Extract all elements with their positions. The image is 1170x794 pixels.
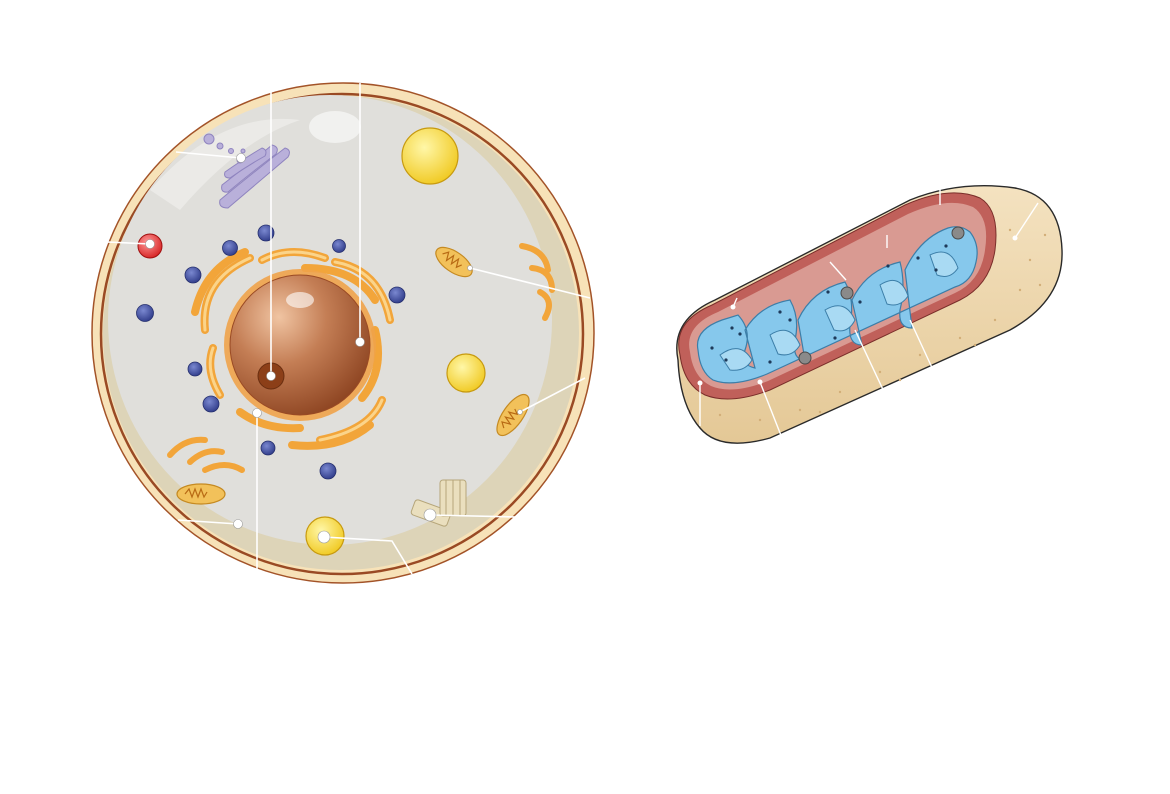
- endoplasmic-reticulum-lumen: [203, 250, 392, 442]
- cell-membrane: [99, 92, 585, 576]
- smooth-er-right: [519, 243, 555, 321]
- mito-ribosome-dots: [710, 244, 948, 364]
- cell-leader-dots: [145, 153, 523, 544]
- ribosomes: [136, 224, 406, 480]
- mito-leader-lines: [699, 188, 1039, 439]
- mitochondrion: [676, 185, 1063, 444]
- mito-leader-dots: [697, 235, 1018, 386]
- cell-leader-lines: [106, 83, 591, 575]
- cell-highlight-arc: [150, 118, 300, 210]
- mito-surface-texture: [718, 228, 1047, 422]
- vesicles: [305, 127, 486, 556]
- smooth-er-left: [167, 436, 245, 473]
- cell-mitochondria: [176, 246, 530, 505]
- mito-granules: [798, 226, 965, 365]
- golgi-apparatus: [203, 133, 290, 209]
- cell-highlight: [309, 111, 361, 143]
- animal-cell: [91, 82, 595, 584]
- nucleus-highlight: [286, 292, 314, 308]
